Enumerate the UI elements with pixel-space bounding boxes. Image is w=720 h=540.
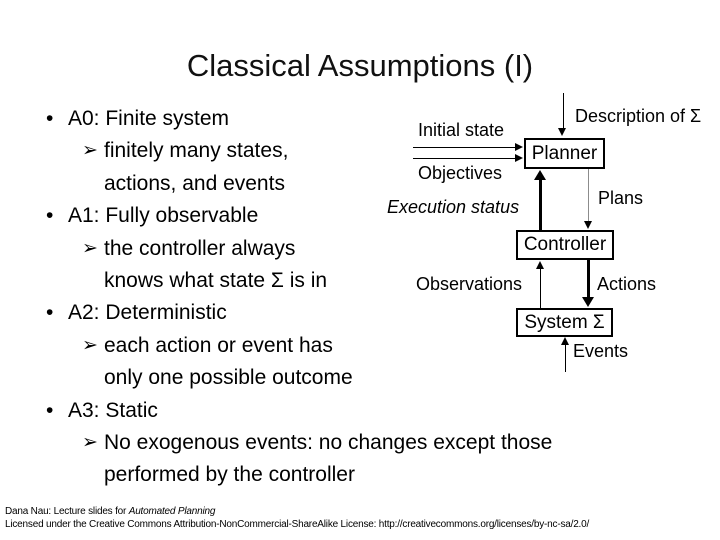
bullet-text: No exogenous events: no changes except t…	[104, 430, 553, 454]
execution-status-arrowhead-icon	[534, 170, 546, 180]
bullet-row: ➢ the controller always	[46, 233, 686, 265]
objectives-arrow-line	[413, 157, 516, 159]
bullet-dot-icon: •	[46, 204, 54, 228]
actions-arrow-line	[586, 260, 590, 298]
bullet-dot-icon: •	[46, 301, 54, 325]
bullet-text: A3: Static	[68, 398, 158, 422]
bullet-list: • A0: Finite system ➢ finitely many states,…	[46, 103, 686, 492]
bullet-text: each action or event has	[104, 333, 333, 357]
observations-label: Observations	[416, 274, 523, 294]
bullet-row: • A3: Static	[46, 395, 686, 427]
bullet-text: the controller always	[104, 236, 296, 260]
description-arrow-line	[562, 93, 564, 129]
bullet-text: A2: Deterministic	[68, 301, 227, 325]
footer-line1-prefix: Dana Nau: Lecture slides for	[5, 506, 129, 517]
bullet-text: actions, and events	[104, 171, 285, 195]
footer-book-title: Automated Planning	[128, 506, 216, 517]
sub-arrow-icon: ➢	[82, 237, 98, 259]
bullet-row: performed by the controller	[46, 459, 686, 491]
initial-state-arrowhead-icon	[515, 143, 523, 151]
bullet-text: A1: Fully observable	[68, 204, 259, 228]
sub-arrow-icon: ➢	[82, 140, 98, 162]
plans-label: Plans	[598, 188, 644, 208]
initial-state-label: Initial state	[418, 120, 505, 140]
footer-line1: Dana Nau: Lecture slides for Automated P…	[5, 505, 589, 518]
description-arrowhead-icon	[558, 128, 566, 136]
bullet-row: • A1: Fully observable	[46, 200, 686, 232]
events-arrow-line	[564, 345, 566, 372]
plans-arrow-line	[587, 169, 589, 221]
actions-label: Actions	[597, 274, 657, 294]
sub-arrow-icon: ➢	[82, 334, 98, 356]
events-arrowhead-icon	[560, 337, 569, 345]
bullet-text: only one possible outcome	[104, 366, 353, 390]
bullet-row: ➢ each action or event has	[46, 330, 686, 362]
events-label: Events	[573, 341, 629, 361]
bullet-text: performed by the controller	[104, 463, 355, 487]
bullet-text: A0: Finite system	[68, 107, 230, 130]
slide-title: Classical Assumptions (I)	[186, 48, 534, 83]
controller-box: Controller	[516, 230, 614, 260]
bullet-row: • A0: Finite system	[46, 103, 686, 135]
system-box: System Σ	[516, 308, 613, 337]
planner-box: Planner	[524, 138, 605, 169]
bullet-text: knows what state Σ is in	[104, 268, 328, 292]
objectives-label: Objectives	[418, 163, 503, 183]
footer-line2: Licensed under the Creative Commons Attr…	[5, 519, 590, 530]
actions-arrowhead-icon	[582, 297, 594, 307]
bullet-row: knows what state Σ is in	[46, 265, 686, 297]
bullet-row: actions, and events	[46, 168, 686, 200]
bullet-row: • A2: Deterministic	[46, 297, 686, 329]
plans-arrowhead-icon	[583, 221, 592, 229]
bullet-row: ➢ No exogenous events: no changes except …	[46, 427, 686, 459]
bullet-dot-icon: •	[46, 107, 54, 130]
footer-credits: Dana Nau: Lecture slides for Automated P…	[5, 505, 589, 531]
initial-state-arrow-line	[413, 146, 516, 148]
sub-arrow-icon: ➢	[82, 431, 98, 453]
objectives-arrowhead-icon	[515, 154, 523, 162]
execution-status-label: Execution status	[387, 197, 520, 217]
execution-status-arrow-line	[538, 179, 542, 230]
bullet-row: only one possible outcome	[46, 362, 686, 394]
description-label: Description of Σ	[575, 106, 702, 126]
observations-arrowhead-icon	[535, 261, 544, 269]
bullet-dot-icon: •	[46, 398, 54, 422]
bullet-row: ➢ finitely many states,	[46, 135, 686, 167]
bullet-text: finitely many states,	[104, 139, 289, 163]
observations-arrow-line	[539, 269, 541, 308]
